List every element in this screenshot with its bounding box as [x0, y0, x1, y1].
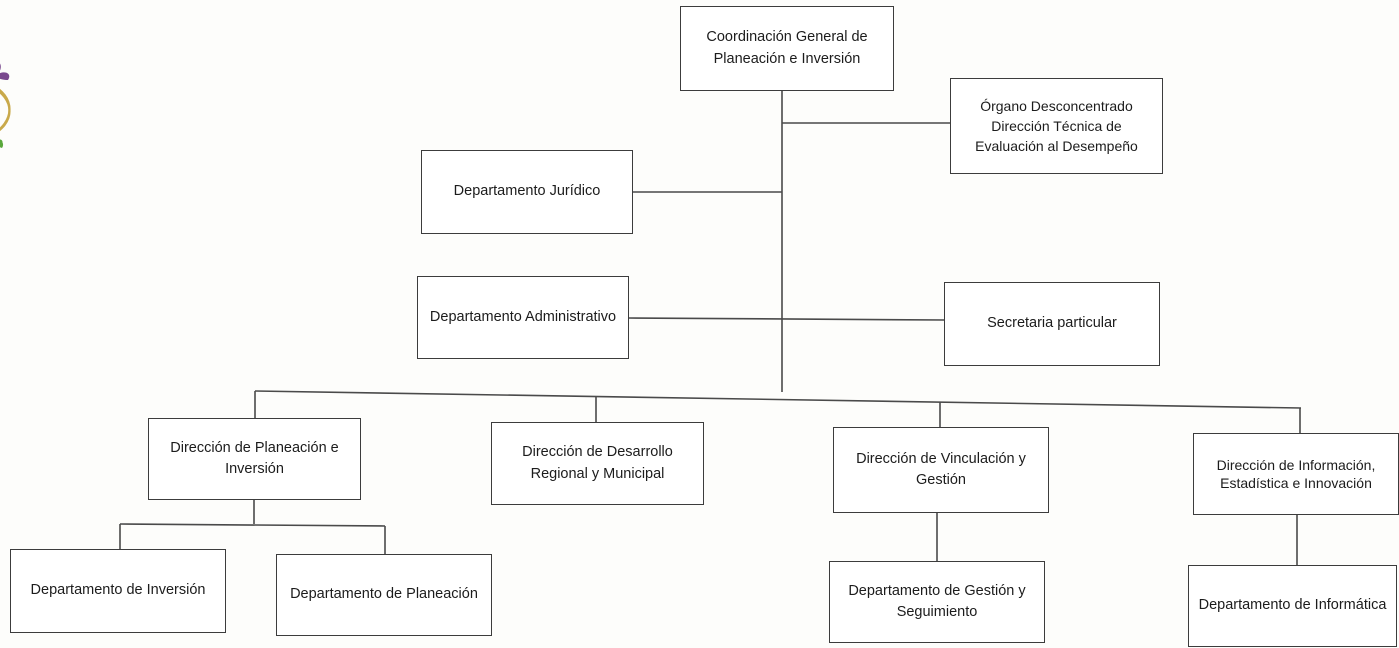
node-departamento-administrativo: Departamento Administrativo	[417, 276, 629, 359]
node-direccion-desarrollo: Dirección de Desarrollo Regional y Munic…	[491, 422, 704, 505]
node-label: Secretaria particular	[987, 315, 1117, 332]
node-departamento-informatica: Departamento de Informática	[1188, 565, 1397, 647]
node-direccion-planeacion: Dirección de Planeación e Inversión	[148, 418, 361, 500]
node-label: Dirección de Vinculación y Gestión	[856, 450, 1026, 488]
node-departamento-gestion: Departamento de Gestión y Seguimiento	[829, 561, 1045, 643]
node-label: Departamento Administrativo	[429, 308, 617, 325]
node-direccion-informacion: Dirección de Información, Estadística e …	[1193, 433, 1399, 515]
planeacion-sub-bus	[119, 523, 386, 527]
node-organo-desconcentrado: Órgano Desconcentrado Dirección Técnica …	[950, 78, 1163, 174]
node-label: Dirección de Planeación e Inversión	[170, 439, 339, 477]
node-label: Dirección de Desarrollo Regional y Munic…	[522, 444, 673, 482]
node-label: Departamento de Informática	[1198, 597, 1387, 614]
node-direccion-vinculacion: Dirección de Vinculación y Gestión	[833, 427, 1049, 513]
node-label: Coordinación General de Planeación e Inv…	[706, 29, 868, 67]
institution-logo	[0, 63, 11, 148]
directorates-bus	[254, 390, 1302, 409]
node-label: Dirección de Información, Estadística e …	[1216, 456, 1376, 491]
admin-secretaria-connector	[627, 317, 946, 321]
node-label: Departamento de Gestión y Seguimiento	[848, 582, 1026, 620]
node-departamento-inversion: Departamento de Inversión	[10, 549, 226, 633]
node-coordinacion-general: Coordinación General de Planeación e Inv…	[680, 6, 894, 91]
node-label: Departamento Jurídico	[453, 183, 601, 200]
node-secretaria-particular: Secretaria particular	[944, 282, 1160, 366]
node-departamento-juridico: Departamento Jurídico	[421, 150, 633, 234]
node-departamento-planeacion: Departamento de Planeación	[276, 554, 492, 636]
node-label: Departamento de Planeación	[290, 586, 478, 603]
node-label: Departamento de Inversión	[30, 582, 206, 599]
node-label: Órgano Desconcentrado Dirección Técnica …	[975, 97, 1138, 155]
